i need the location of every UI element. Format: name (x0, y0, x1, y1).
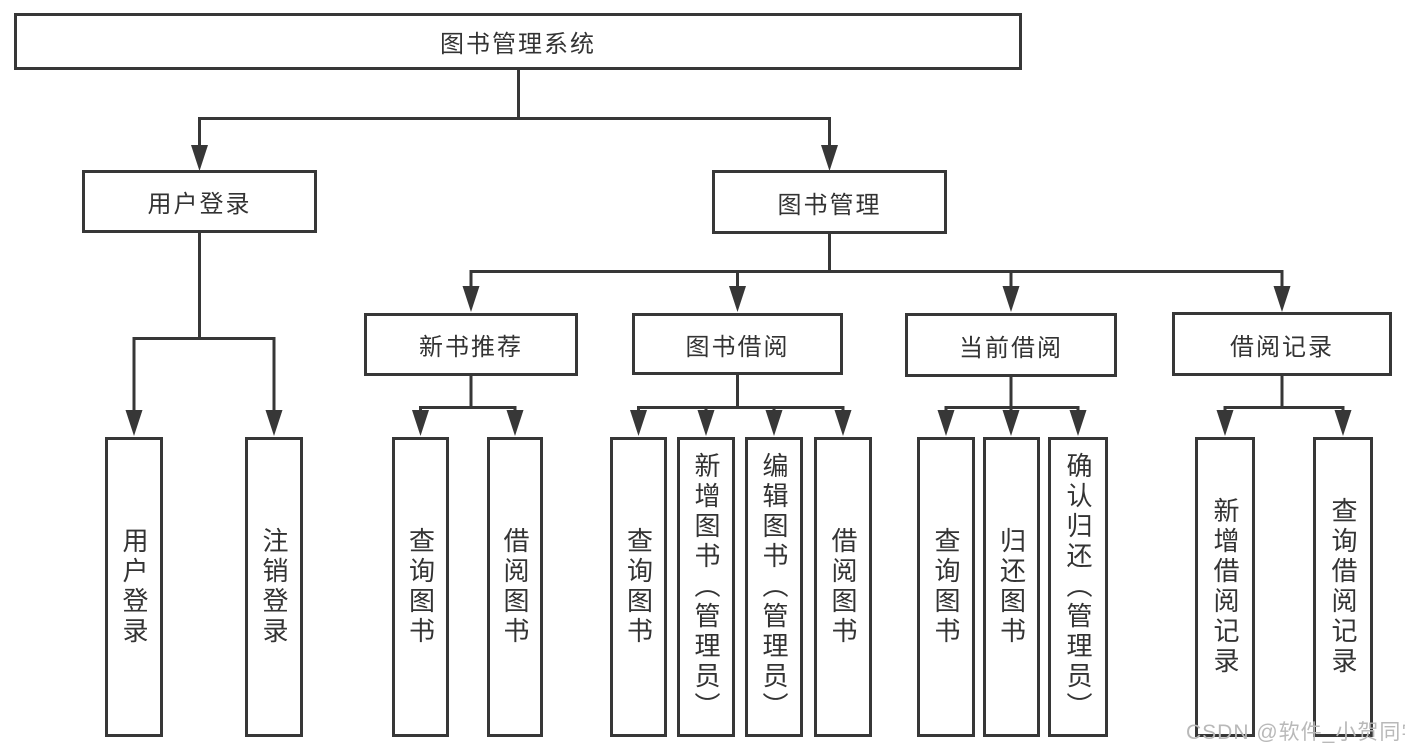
leaf-label: 查询图书 (931, 527, 961, 647)
node-library-management-system: 图书管理系统 (14, 13, 1022, 70)
node-label: 新书推荐 (419, 334, 523, 361)
node-borrowing-records: 借阅记录 (1172, 312, 1392, 376)
node-user-login: 用户登录 (82, 170, 317, 233)
leaf-query-books-recommend: 查询图书 (392, 437, 449, 737)
leaf-label: 确认归还（管理员） (1063, 452, 1093, 722)
arrowheads (125, 145, 1352, 436)
leaf-label: 查询借阅记录 (1328, 497, 1358, 677)
node-current-borrowing: 当前借阅 (905, 313, 1117, 377)
leaf-label: 用户登录 (119, 527, 149, 647)
leaf-add-book-admin: 新增图书（管理员） (677, 437, 735, 737)
leaf-query-books-borrowing: 查询图书 (610, 437, 667, 737)
node-book-borrowing: 图书借阅 (632, 313, 843, 375)
leaf-label: 借阅图书 (500, 527, 530, 647)
leaf-label: 新增借阅记录 (1210, 497, 1240, 677)
node-label: 图书管理 (777, 191, 882, 219)
node-new-book-recommend: 新书推荐 (364, 313, 578, 376)
leaf-label: 归还图书 (996, 527, 1027, 647)
leaf-label: 查询图书 (405, 527, 436, 647)
node-label: 当前借阅 (959, 334, 1063, 362)
leaf-query-books-current: 查询图书 (917, 437, 975, 737)
csdn-watermark: CSDN @软件_小贺同学 (1186, 721, 1405, 744)
leaf-return-book: 归还图书 (983, 437, 1040, 737)
node-label: 用户登录 (147, 191, 252, 218)
leaf-label: 查询图书 (623, 527, 654, 647)
leaf-label: 编辑图书（管理员） (759, 452, 789, 722)
leaf-logout: 注销登录 (245, 437, 303, 737)
leaf-label: 注销登录 (259, 527, 289, 647)
leaf-label: 借阅图书 (828, 527, 858, 647)
leaf-borrow-books: 借阅图书 (814, 437, 872, 737)
leaf-add-borrow-record: 新增借阅记录 (1195, 437, 1255, 737)
leaf-query-borrow-record: 查询借阅记录 (1313, 437, 1373, 737)
leaf-label: 新增图书（管理员） (691, 452, 721, 722)
leaf-confirm-return-admin: 确认归还（管理员） (1048, 437, 1108, 737)
node-book-management: 图书管理 (712, 170, 947, 234)
node-label: 借阅记录 (1230, 333, 1334, 361)
node-label: 图书借阅 (685, 333, 790, 361)
leaf-edit-book-admin: 编辑图书（管理员） (745, 437, 803, 737)
node-label: 图书管理系统 (440, 31, 596, 58)
leaf-borrow-books-recommend: 借阅图书 (487, 437, 543, 737)
leaf-user-login: 用户登录 (105, 437, 163, 737)
